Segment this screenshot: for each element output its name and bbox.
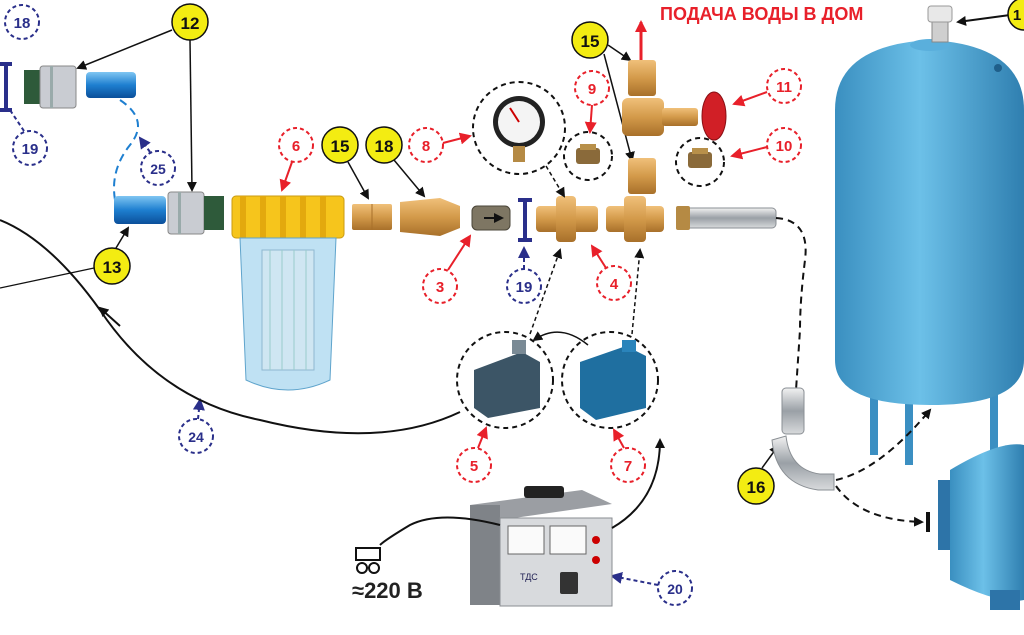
power-plug-icon xyxy=(355,547,381,574)
callout-15-left xyxy=(321,126,359,164)
callout-11 xyxy=(766,68,802,104)
callout-3 xyxy=(422,268,458,304)
ball-valve xyxy=(622,91,727,141)
callout-24-label: 24 xyxy=(188,429,204,445)
callout-4 xyxy=(596,265,632,301)
callout-13 xyxy=(93,247,131,285)
stabilizer-brand: ТДС xyxy=(520,572,538,582)
callout-5-label: 5 xyxy=(470,458,478,475)
callout-7 xyxy=(610,447,646,483)
plug-10-zoom xyxy=(675,137,725,187)
shutoff-valve-mid xyxy=(518,198,532,242)
five-way-fitting xyxy=(536,196,598,242)
callout-1-label: 1 xyxy=(1013,7,1021,24)
callout-8 xyxy=(408,127,444,163)
flexible-hose-dashed xyxy=(113,99,139,201)
callout-13-label: 13 xyxy=(103,258,122,277)
air-vent-valve xyxy=(927,5,953,43)
dry-run-relay xyxy=(580,340,646,420)
callout-6-label: 6 xyxy=(292,138,300,155)
water-filter xyxy=(231,195,345,391)
tee-fitting xyxy=(606,196,664,242)
callout-9-label: 9 xyxy=(588,81,596,98)
callout-6 xyxy=(278,127,314,163)
callout-10 xyxy=(766,127,802,163)
callout-7-label: 7 xyxy=(624,458,632,475)
voltage-label: ≈220 В xyxy=(352,578,423,603)
shutoff-valve-left xyxy=(0,62,12,112)
callout-16-label: 16 xyxy=(747,478,766,497)
brass-nipple-lower xyxy=(628,158,656,194)
flexible-steel-hose xyxy=(676,206,777,230)
callout-8-label: 8 xyxy=(422,138,430,155)
callout-16 xyxy=(737,467,775,505)
callout-1 xyxy=(1007,0,1024,31)
check-valve xyxy=(471,205,511,231)
small-tank xyxy=(938,444,1024,610)
pipe-coupling-bottom xyxy=(167,191,224,235)
callout-15-top-label: 15 xyxy=(581,32,600,51)
pressure-switch-zoom xyxy=(456,331,554,429)
callout-15-top xyxy=(571,21,609,59)
callout-9 xyxy=(574,70,610,106)
callout-20 xyxy=(657,570,693,606)
callout-19-mid-label: 19 xyxy=(516,279,533,296)
hose-dashed-right xyxy=(775,217,807,391)
callout-3-label: 3 xyxy=(436,279,444,296)
pressure-gauge xyxy=(493,96,545,162)
dry-run-relay-zoom xyxy=(561,331,659,429)
callout-19-left-label: 19 xyxy=(22,141,39,158)
callout-18-top-label: 18 xyxy=(14,15,31,32)
callout-18-yellow xyxy=(365,126,403,164)
callout-12-label: 12 xyxy=(181,14,200,33)
brass-adapter-18 xyxy=(400,198,460,236)
plug-9 xyxy=(576,144,600,164)
pipe-segment-top xyxy=(86,72,136,98)
callout-10-label: 10 xyxy=(776,138,793,155)
hydroaccumulator-tank xyxy=(835,39,1024,465)
callout-15-left-label: 15 xyxy=(331,137,350,156)
pump-cable xyxy=(0,219,461,435)
elbow-fitting-16 xyxy=(771,387,835,491)
voltage-stabilizer: ТДС xyxy=(470,486,613,607)
callout-18-yellow-label: 18 xyxy=(375,137,394,156)
callout-4-label: 4 xyxy=(610,276,619,293)
callout-11-label: 11 xyxy=(776,79,792,96)
brass-nipple-top xyxy=(628,60,656,96)
pipe-segment-bottom xyxy=(114,196,166,224)
water-to-house-label: ПОДАЧА ВОДЫ В ДОМ xyxy=(660,4,863,24)
plug-10 xyxy=(688,148,712,168)
pipe-coupling-top xyxy=(24,65,77,109)
pressure-gauge-zoom xyxy=(472,81,566,175)
plug-9-zoom xyxy=(563,131,613,181)
callout-25-label: 25 xyxy=(150,161,166,177)
callout-19-left xyxy=(12,130,48,166)
callout-18-top xyxy=(4,4,40,40)
callout-20-label: 20 xyxy=(667,581,683,597)
callout-24 xyxy=(178,418,214,454)
power-cable xyxy=(379,516,501,546)
callout-25 xyxy=(140,150,176,186)
pressure-switch xyxy=(474,340,540,418)
callout-5 xyxy=(456,447,492,483)
